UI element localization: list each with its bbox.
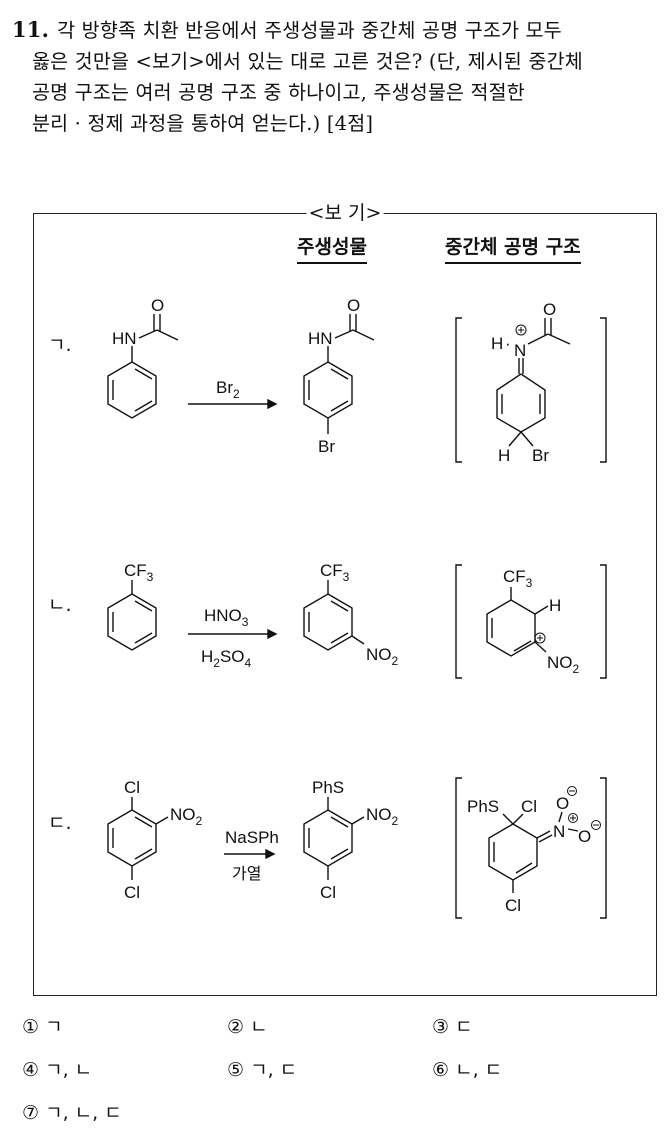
cl-bottom-label: Cl [320,883,336,902]
reaction-arrow-2: HNO3 H2SO4 [188,606,278,670]
nitronate-o-top-label: O [556,794,569,813]
question-line-1: 11.각 방향족 치환 반응에서 주생성물과 중간체 공명 구조가 모두 [12,17,562,42]
nitronate-o-right-label: O [578,827,591,846]
nh-h-label: H [491,334,503,353]
benzene-ring [303,809,353,867]
nitronate-n-label: N [553,822,565,841]
no2-label: NO2 [547,653,580,676]
no2-label: NO2 [366,805,399,828]
benzene-ring [303,361,353,419]
benzene-ring [107,809,157,867]
cyclohexadiene-ring [488,823,538,881]
benzene-ring [107,361,157,419]
cl-sp3-label: Cl [521,797,537,816]
benzene-ring [107,593,157,651]
iminium-n-label: N [514,341,526,360]
bracket-left [455,317,462,463]
reagent-nasph: NaSPh [225,828,279,847]
structure-p-bromoacetanilide: HN O Br [303,296,375,456]
question-line-2: 옳은 것만을 <보기>에서 있는 대로 고른 것은? (단, 제시된 중간체 [32,50,583,73]
bracket-right [600,317,607,463]
structure-dichloronitrobenzene: Cl NO2 Cl [107,778,203,902]
phs-label: PhS [467,797,499,816]
question-stem: 11.각 방향족 치환 반응에서 주생성물과 중간체 공명 구조가 모두 옳은 … [12,14,660,139]
cyclohexadiene-ring [486,599,536,657]
structure-arenium-ion-1: H · N O H Br [455,300,607,465]
bogi-box: <보 기> [33,200,657,996]
no2-label: NO2 [170,805,203,828]
benzene-ring [303,593,353,651]
question-line-3: 공명 구조는 여러 공명 구조 중 하나이고, 주생성물은 적절한 [32,81,525,104]
choice-2[interactable]: ② ㄴ [227,1016,268,1038]
choice-6[interactable]: ⑥ ㄴ, ㄷ [432,1059,503,1081]
choice-1[interactable]: ① ㄱ [22,1016,63,1038]
sp3-h-label: H [549,596,561,615]
choice-7[interactable]: ⑦ ㄱ, ㄴ, ㄷ [22,1102,122,1124]
choice-3[interactable]: ③ ㄷ [432,1016,473,1038]
cf3-label: CF3 [320,561,350,584]
column-header-intermediate: 중간체 공명 구조 [445,234,581,264]
structure-sulfide-product: PhS NO2 Cl [303,778,399,902]
bracket-right [600,777,607,919]
cl-top-label: Cl [124,778,140,797]
choice-5[interactable]: ⑤ ㄱ, ㄷ [227,1059,298,1081]
question-line-4: 분리 · 정제 과정을 통하여 얻는다.) [4점] [32,112,374,135]
phs-label: PhS [312,778,344,797]
sp3-br-label: Br [532,446,549,465]
svg-text:·: · [505,334,511,353]
structure-trifluorotoluene: CF3 [107,561,157,651]
structure-m-nitrotrifluorotoluene: CF3 NO2 [303,561,399,668]
structure-acetanilide: HN O [107,296,179,419]
cyclohexadiene-ring [496,373,546,433]
carbonyl-o-label: O [347,296,360,315]
column-header-product: 주생성물 [297,234,367,264]
cf3-label: CF3 [503,567,533,590]
bracket-right [600,564,607,679]
row-label-1: ㄱ. [48,334,72,356]
row-label-2: ㄴ. [48,594,72,616]
cf3-label: CF3 [124,561,154,584]
cl-bottom-label: Cl [124,883,140,902]
structure-arenium-ion-2: CF3 H NO2 [455,564,607,679]
choice-4[interactable]: ④ ㄱ, ㄴ [22,1059,93,1081]
no2-label: NO2 [366,645,399,668]
carbonyl-o-label: O [543,300,556,319]
reagent-h2so4: H2SO4 [201,647,252,670]
reagent-heat: 가열 [232,864,261,883]
row-label-3: ㄷ. [48,812,72,834]
reagent-br2: Br2 [216,378,240,401]
sp3-h-label: H [498,446,510,465]
carbonyl-o-label: O [151,296,164,315]
reaction-arrow-3: NaSPh 가열 [224,828,279,883]
reagent-hno3: HNO3 [204,606,249,629]
nh-label: HN [112,329,137,348]
question-number: 11. [12,17,50,42]
bracket-left [455,777,462,919]
nh-label: HN [308,329,333,348]
bracket-left [455,564,462,679]
structure-meisenheimer-complex: PhS Cl N O O Cl [455,777,607,919]
br-label: Br [318,437,335,456]
reaction-arrow-1: Br2 [188,378,278,410]
cl-bottom-label: Cl [505,896,521,915]
bogi-title: <보 기> [306,200,384,226]
